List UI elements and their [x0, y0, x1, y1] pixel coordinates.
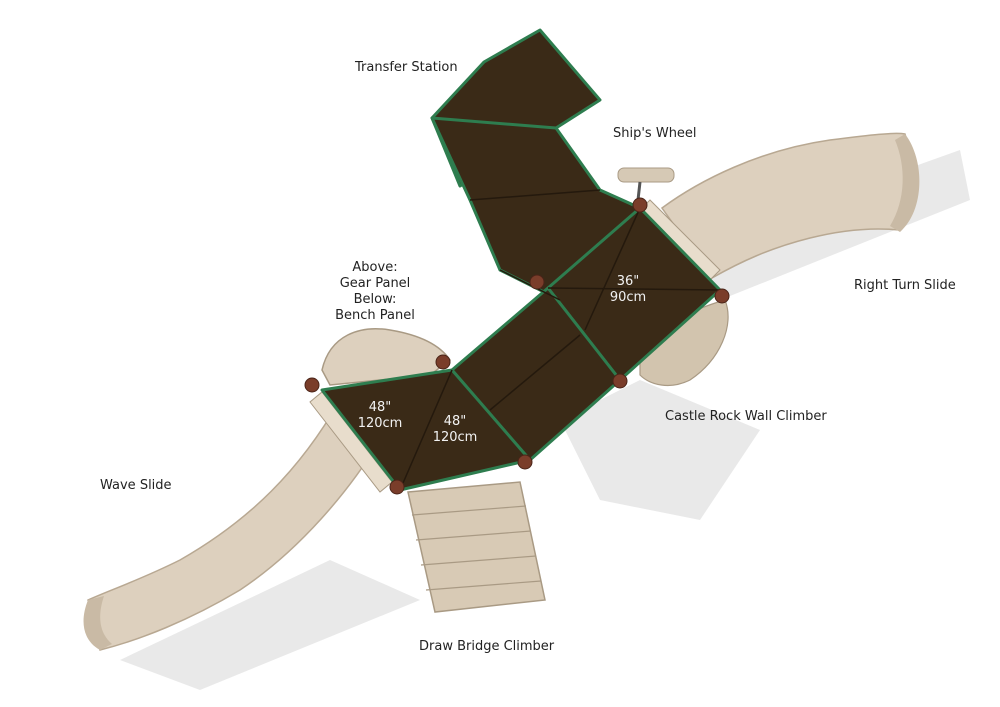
label-below: Below:	[353, 292, 397, 307]
deck-height-48-left: 48" 120cm	[352, 400, 408, 432]
label-castle-rock-wall-climber: Castle Rock Wall Climber	[665, 409, 827, 424]
deck-height-48-right-cm: 120cm	[432, 430, 478, 445]
post	[304, 377, 320, 393]
post	[529, 274, 545, 290]
draw-bridge-climber	[407, 481, 546, 613]
label-right-turn-slide: Right Turn Slide	[854, 278, 956, 293]
deck-height-48-left-in: 48"	[368, 400, 392, 415]
deck-height-48-right-in: 48"	[443, 414, 467, 429]
label-draw-bridge-climber: Draw Bridge Climber	[419, 639, 555, 654]
label-bench-panel: Bench Panel	[335, 308, 415, 323]
deck-height-36-in: 36"	[616, 274, 640, 289]
label-transfer-station: Transfer Station	[355, 60, 458, 75]
post	[632, 197, 648, 213]
deck-height-48-left-cm: 120cm	[357, 416, 403, 431]
post	[389, 479, 405, 495]
post	[435, 354, 451, 370]
posts	[304, 197, 730, 495]
deck-height-36-cm: 90cm	[609, 290, 647, 305]
label-ships-wheel: Ship's Wheel	[613, 126, 697, 141]
wave-slide	[83, 391, 393, 651]
post	[612, 373, 628, 389]
deck-height-36: 36" 90cm	[600, 274, 656, 306]
label-above: Above:	[352, 260, 398, 275]
deck-seams	[399, 189, 721, 491]
deck-structure	[320, 28, 722, 492]
label-gear-panel: Gear Panel	[339, 276, 411, 291]
post	[517, 454, 533, 470]
ships-wheel	[617, 167, 675, 201]
deck-height-48-right: 48" 120cm	[427, 414, 483, 446]
post	[714, 288, 730, 304]
label-gear-bench-panel: Above: Gear Panel Below: Bench Panel	[330, 260, 420, 324]
label-wave-slide: Wave Slide	[100, 478, 172, 493]
